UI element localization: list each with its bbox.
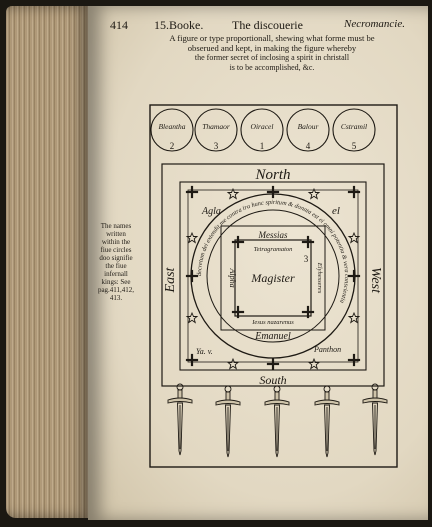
cross-icon	[185, 269, 199, 283]
cross-icon	[266, 185, 280, 199]
pentacle-icon	[186, 232, 198, 243]
dagger-icon	[264, 385, 290, 458]
margin-note-line: doo signifie	[99, 254, 133, 262]
margin-note-line: infernall	[104, 270, 128, 278]
margin-note-line: 413.	[109, 294, 123, 302]
cross-icon	[347, 185, 361, 199]
cross-icon	[266, 357, 280, 371]
margin-note-line: written	[106, 230, 126, 238]
pentacle-icon	[308, 358, 320, 369]
infernal-kings-circles: Bleantha Thamaor Oiracel Balour Cstramil…	[150, 108, 376, 152]
page-title: The discouerie	[232, 18, 303, 32]
necromancy-figure: Bleantha Thamaor Oiracel Balour Cstramil…	[149, 104, 398, 468]
corner-ya: Ya. v.	[196, 347, 213, 356]
inner-messias: Messias	[258, 230, 288, 240]
caption-line: is to be accomplished, &c.	[229, 62, 315, 72]
caption-line: the former secret of inclosing a spirit …	[194, 53, 350, 62]
cross-icon	[347, 353, 361, 367]
book-page-edges	[6, 6, 90, 518]
dagger-icon	[215, 385, 241, 458]
king-name: Cstramil	[341, 122, 367, 131]
page-number: 414	[110, 18, 128, 32]
east-label: East	[163, 266, 178, 293]
pentacle-icon	[227, 188, 239, 199]
west-label: West	[368, 267, 383, 294]
names-square	[220, 225, 326, 331]
king-circle	[286, 108, 330, 152]
cross-icon	[347, 269, 361, 283]
dagger-icon	[314, 385, 340, 458]
outer-frame	[149, 104, 398, 468]
inner-elyhesseres: Elyhesseres	[316, 262, 323, 294]
cross-icon	[185, 353, 199, 367]
king-number: 1	[260, 141, 265, 151]
margin-note: The names written within the fiue circle…	[90, 222, 142, 302]
south-label: South	[259, 373, 286, 387]
margin-note-line: within the	[101, 238, 131, 246]
king-circle	[194, 108, 238, 152]
inner-iesus: Iesus nazarenus	[251, 319, 294, 326]
book-label: 15.Booke.	[154, 18, 204, 32]
magister-center: Magister	[250, 271, 295, 285]
king-number: 3	[214, 141, 219, 151]
king-circle	[150, 108, 194, 152]
running-title: Necromancie.	[344, 18, 405, 30]
margin-note-line: the fiue	[105, 262, 127, 270]
caption-line: obserued and kept, in making the figure …	[187, 42, 357, 53]
margin-note-line: fiue circles	[100, 246, 132, 254]
pentacle-icon	[348, 232, 360, 243]
corner-el: el	[332, 205, 340, 217]
figure-caption: A figure or type proportionall, shewing …	[118, 33, 426, 72]
pentacle-icon	[227, 358, 239, 369]
inner-emanuel: Emanuel	[254, 331, 291, 342]
corner-agla: Agla	[201, 206, 221, 217]
king-number: 5	[352, 141, 357, 151]
king-number: 2	[170, 141, 175, 151]
king-circle	[332, 108, 376, 152]
margin-note-line: pag.411,412,	[97, 286, 135, 294]
king-circle	[240, 108, 284, 152]
daggers	[167, 383, 388, 458]
magister-box	[234, 239, 312, 317]
dagger-icon	[362, 383, 388, 456]
pentacle-icon	[348, 312, 360, 323]
inner-number: 3	[304, 254, 309, 264]
inner-alpha: Alpha	[228, 267, 237, 287]
margin-note-line: kings: See	[101, 278, 131, 286]
inner-circle	[206, 209, 340, 343]
cross-icon	[185, 185, 199, 199]
king-name: Bleantha	[158, 122, 185, 131]
margin-note-line: The names	[100, 222, 132, 230]
king-name: Oiracel	[251, 122, 274, 131]
king-name: Balour	[298, 122, 319, 131]
north-label: North	[254, 167, 290, 183]
corner-panthon: Panthon	[313, 345, 341, 354]
dagger-icon	[167, 383, 193, 456]
pentacle-icon	[186, 312, 198, 323]
book-page: 414 15.Booke. The discouerie Necromancie…	[88, 6, 428, 520]
pentacle-icon	[308, 188, 320, 199]
compass-square	[161, 163, 385, 387]
inner-tetragrammaton: Tetragramaton	[254, 246, 293, 253]
caption-line: A figure or type proportionall, shewing …	[169, 33, 375, 43]
king-number: 4	[306, 141, 311, 151]
king-name: Thamaor	[202, 122, 230, 131]
